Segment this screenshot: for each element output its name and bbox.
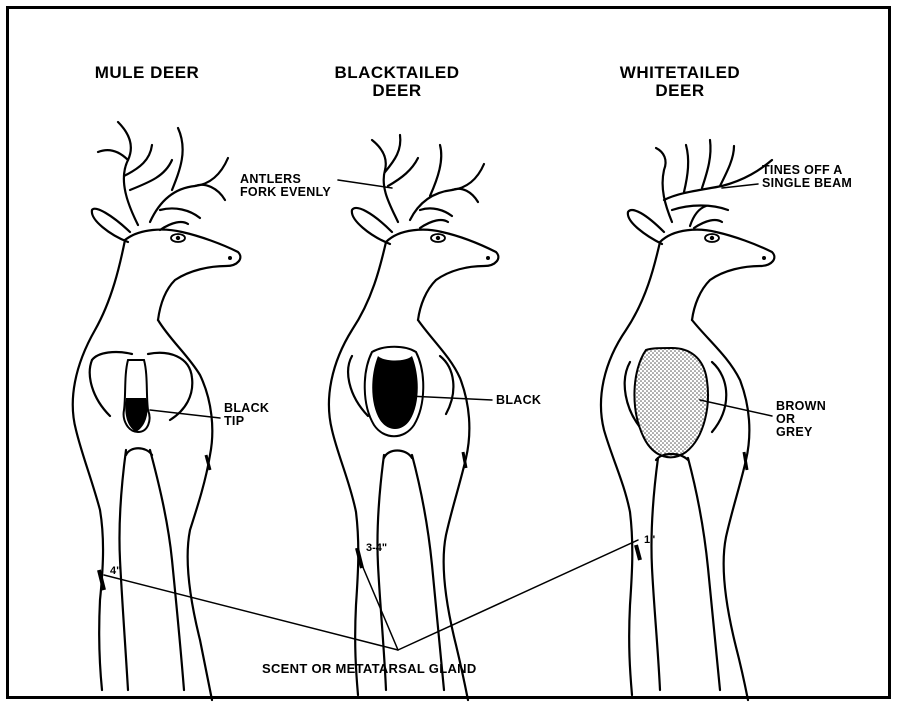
label-blacktail-black: BLACK <box>496 394 541 407</box>
mule-deer-eye <box>171 234 185 242</box>
whitetailed-deer-figure <box>601 140 774 700</box>
mule-deer-antlers <box>98 122 228 225</box>
blacktailed-deer-ear <box>352 208 392 244</box>
whitetailed-deer-ear <box>628 210 664 244</box>
blacktailed-deer-tail-black <box>372 356 418 429</box>
whitetailed-deer-leg <box>651 458 660 690</box>
label-tines-off-single-beam: TINES OFF A SINGLE BEAM <box>762 164 852 190</box>
whitetailed-deer-rump <box>712 362 726 432</box>
blacktailed-deer-leg <box>377 455 386 690</box>
whitetailed-deer-tail <box>634 348 708 457</box>
measure-whitetail-gland: 1" <box>644 535 655 547</box>
label-whitetail-brown-or-grey: BROWN OR GREY <box>776 400 826 439</box>
blacktailed-deer-eye <box>431 234 445 242</box>
mule-deer-body-outline <box>158 320 212 700</box>
blacktailed-deer-body-outline <box>418 320 469 700</box>
whitetailed-deer-eye <box>705 234 719 242</box>
title-blacktailed-deer: BLACKTAILED DEER <box>322 64 472 100</box>
blacktailed-deer-leg <box>412 455 444 690</box>
label-mule-black-tip: BLACK TIP <box>224 402 269 428</box>
mule-deer-rump <box>92 352 132 360</box>
whitetailed-deer-head <box>660 230 774 320</box>
mule-deer-leg <box>150 450 184 690</box>
title-mule-deer: MULE DEER <box>82 64 212 82</box>
measure-blacktail-gland: 3-4" <box>366 543 387 555</box>
whitetailed-deer-ear <box>694 220 722 228</box>
label-antlers-fork-evenly: ANTLERS FORK EVENLY <box>240 173 331 199</box>
whitetailed-deer-nose <box>762 256 766 260</box>
blacktailed-deer-nose <box>486 256 490 260</box>
label-scent-metatarsal-gland: SCENT OR METATARSAL GLAND <box>262 662 477 676</box>
mule-deer-rump <box>90 360 110 416</box>
blacktailed-deer-antlers <box>372 135 484 222</box>
mule-deer-ear <box>92 209 130 242</box>
blacktailed-deer-crotch <box>384 451 412 459</box>
blacktailed-deer-body-outline <box>329 242 386 695</box>
mule-deer-crotch <box>126 448 152 455</box>
blacktailed-deer-head <box>386 230 498 320</box>
blacktailed-deer-ear <box>420 220 448 228</box>
whitetailed-deer-body-outline <box>601 242 660 695</box>
title-whitetailed-deer: WHITETAILED DEER <box>600 64 760 100</box>
mule-deer-body-outline <box>73 240 125 690</box>
measure-mule-gland: 4" <box>110 566 121 578</box>
whitetailed-deer-antlers <box>656 140 772 226</box>
whitetailed-deer-gland <box>636 545 640 560</box>
mule-deer-nose <box>228 256 232 260</box>
mule-deer-head <box>125 230 240 320</box>
whitetailed-deer-leg <box>688 458 720 690</box>
